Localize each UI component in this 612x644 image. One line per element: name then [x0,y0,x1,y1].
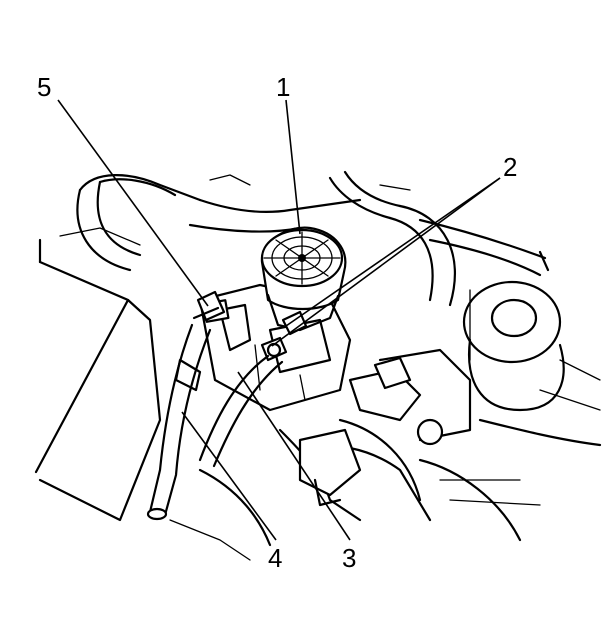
leader-1 [285,99,301,235]
callout-5: 5 [37,72,51,102]
component-1-canister [260,226,347,332]
leader-lines [57,99,501,541]
callout-3: 3 [342,543,356,573]
leader-3 [237,371,351,541]
component-4-hose [146,323,212,521]
callout-labels: 1 2 3 4 5 [37,72,517,573]
leader-2b [271,177,501,347]
callout-4: 4 [268,543,282,573]
component-2-fittings [260,310,308,362]
engine-bay-background [34,170,602,561]
callout-1: 1 [276,72,290,102]
connector-assembly [298,356,422,507]
callout-2: 2 [503,152,517,182]
leader-2a [285,177,501,327]
component-3-hose [198,354,284,468]
leader-4 [181,411,277,541]
leader-5 [57,99,209,307]
component-5-clamp [192,290,226,322]
